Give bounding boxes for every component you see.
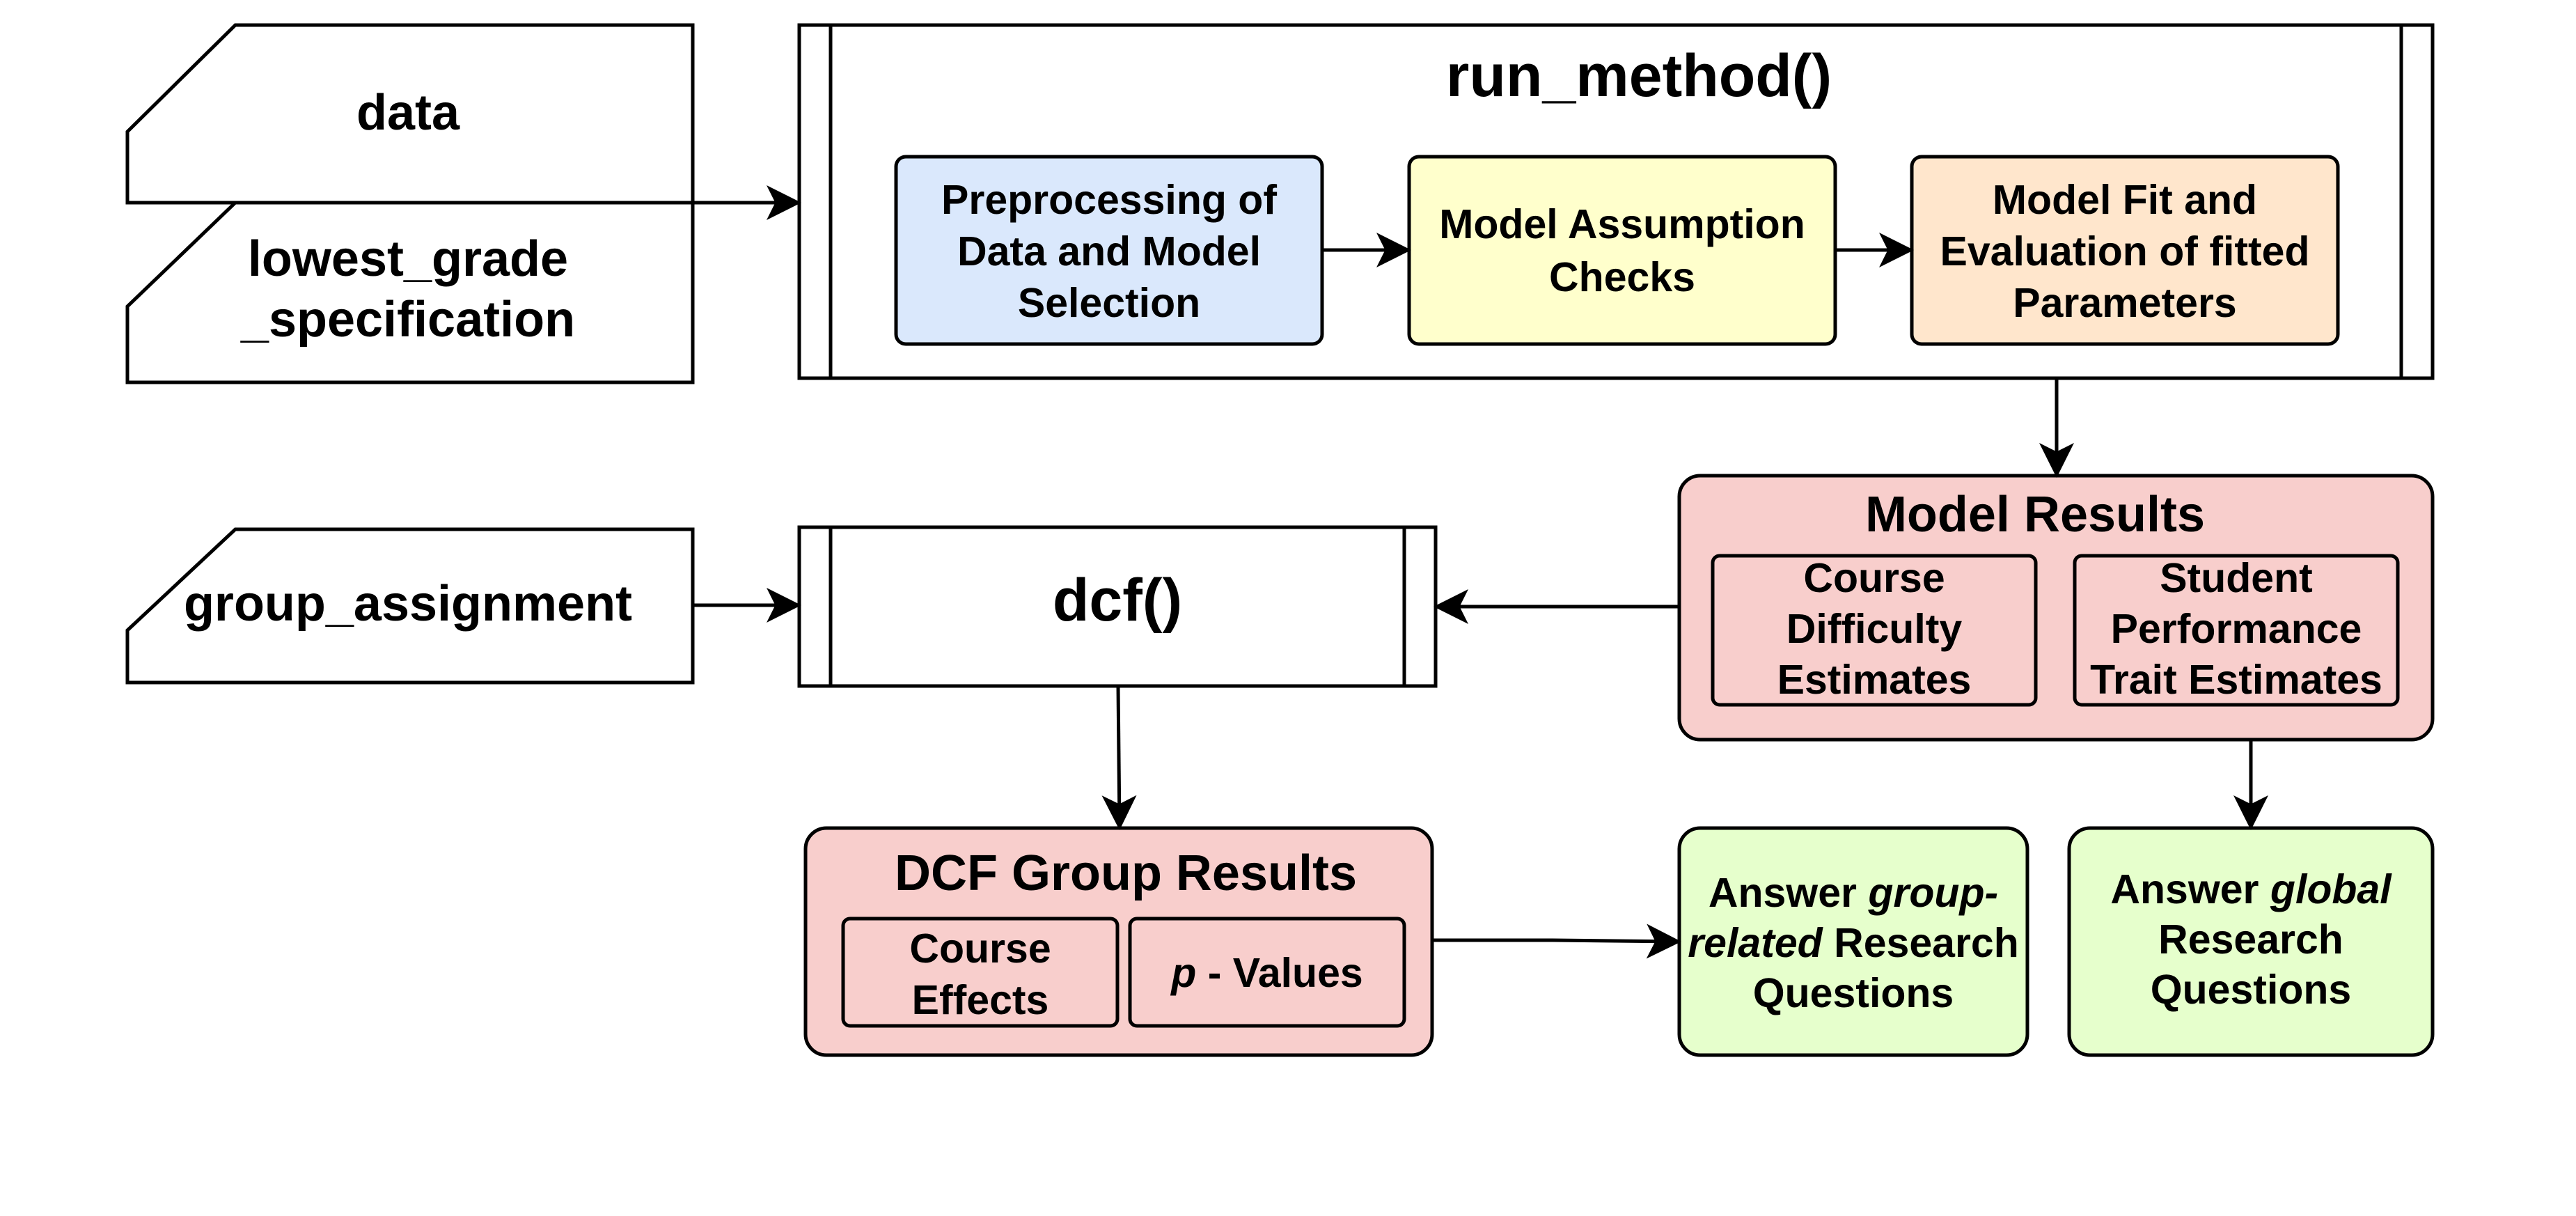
step-assumption-box <box>1407 155 1837 346</box>
step-preprocessing-line1: Preprocessing of <box>941 177 1277 223</box>
edge-group-results-to-answer-group <box>1432 923 1681 959</box>
step-assumption-line2: Checks <box>1549 254 1695 300</box>
input-group-assignment-shape <box>125 527 695 685</box>
input-group-assignment: group_assignment <box>125 527 695 685</box>
course-difficulty-line1: Course <box>1803 555 1945 601</box>
run-method-title: run_method() <box>1446 42 1832 109</box>
p-values-box <box>1128 917 1406 1028</box>
run-method-process: run_method() Preprocessing of Data and M… <box>797 23 2435 380</box>
input-lowest-grade-label: lowest_grade <box>248 231 568 287</box>
step-model-fit-line2: Evaluation of fitted <box>1940 228 2310 274</box>
input-lowest-grade-label-line2: _specification <box>240 292 575 348</box>
p-symbol: p <box>1170 950 1196 996</box>
student-performance-line3: Trait Estimates <box>2090 657 2382 703</box>
input-lowest-grade-specification: lowest_grade _specification <box>125 201 695 384</box>
input-lowest-grade-shape <box>125 201 695 384</box>
dcf-group-results: DCF Group Results Course Effects p - Val… <box>803 826 1434 1057</box>
answer-global-line2: Research <box>2158 917 2343 962</box>
connectors <box>693 185 2268 959</box>
answer-group-related-line1: Answer group- <box>1709 870 1998 916</box>
values-text: - Values <box>1196 950 1362 996</box>
dcf-title: dcf() <box>1053 567 1182 634</box>
step-preprocessing-line3: Selection <box>1018 280 1200 326</box>
answer-global-line3: Questions <box>2151 967 2352 1013</box>
step-model-fit-line1: Model Fit and <box>1993 177 2257 223</box>
input-group-assignment-label: group_assignment <box>184 576 632 632</box>
student-performance-box <box>2073 554 2400 707</box>
answer-group-related-line2: related Research <box>1688 920 2019 966</box>
student-performance-line2: Performance <box>2111 606 2362 652</box>
edge-dcf-to-group-results <box>1101 685 1137 830</box>
course-effects-line2: Effects <box>912 977 1049 1023</box>
step-assumption-checks: Model Assumption Checks <box>1407 155 1837 346</box>
answer-group-related-line3: Questions <box>1753 970 1954 1016</box>
step-assumption-line1: Model Assumption <box>1439 201 1805 247</box>
course-difficulty-line3: Estimates <box>1777 657 1972 703</box>
student-performance-line1: Student <box>2160 555 2313 601</box>
step-preprocessing-line2: Data and Model <box>957 228 1261 274</box>
course-effects-box <box>841 917 1120 1028</box>
step-model-fit: Model Fit and Evaluation of fitted Param… <box>1910 155 2340 346</box>
answer-global: Answer global Research Questions <box>2067 826 2435 1057</box>
model-results: Model Results Course Difficulty Estimate… <box>1677 474 2435 742</box>
input-data: data <box>125 23 695 205</box>
input-data-label: data <box>356 85 460 141</box>
model-results-title: Model Results <box>1865 487 2205 543</box>
dcf-process: dcf() <box>797 525 1438 688</box>
step-model-fit-line3: Parameters <box>2013 280 2236 326</box>
dcf-group-results-title: DCF Group Results <box>895 845 1357 901</box>
course-difficulty-box <box>1711 554 2038 707</box>
step-preprocessing: Preprocessing of Data and Model Selectio… <box>894 155 1324 346</box>
answer-global-line1: Answer global <box>2110 866 2392 912</box>
p-values-label: p - Values <box>1170 950 1362 996</box>
course-effects-line1: Course <box>909 926 1051 972</box>
answer-group-related: Answer group- related Research Questions <box>1677 826 2029 1057</box>
course-difficulty-line2: Difficulty <box>1786 606 1963 652</box>
